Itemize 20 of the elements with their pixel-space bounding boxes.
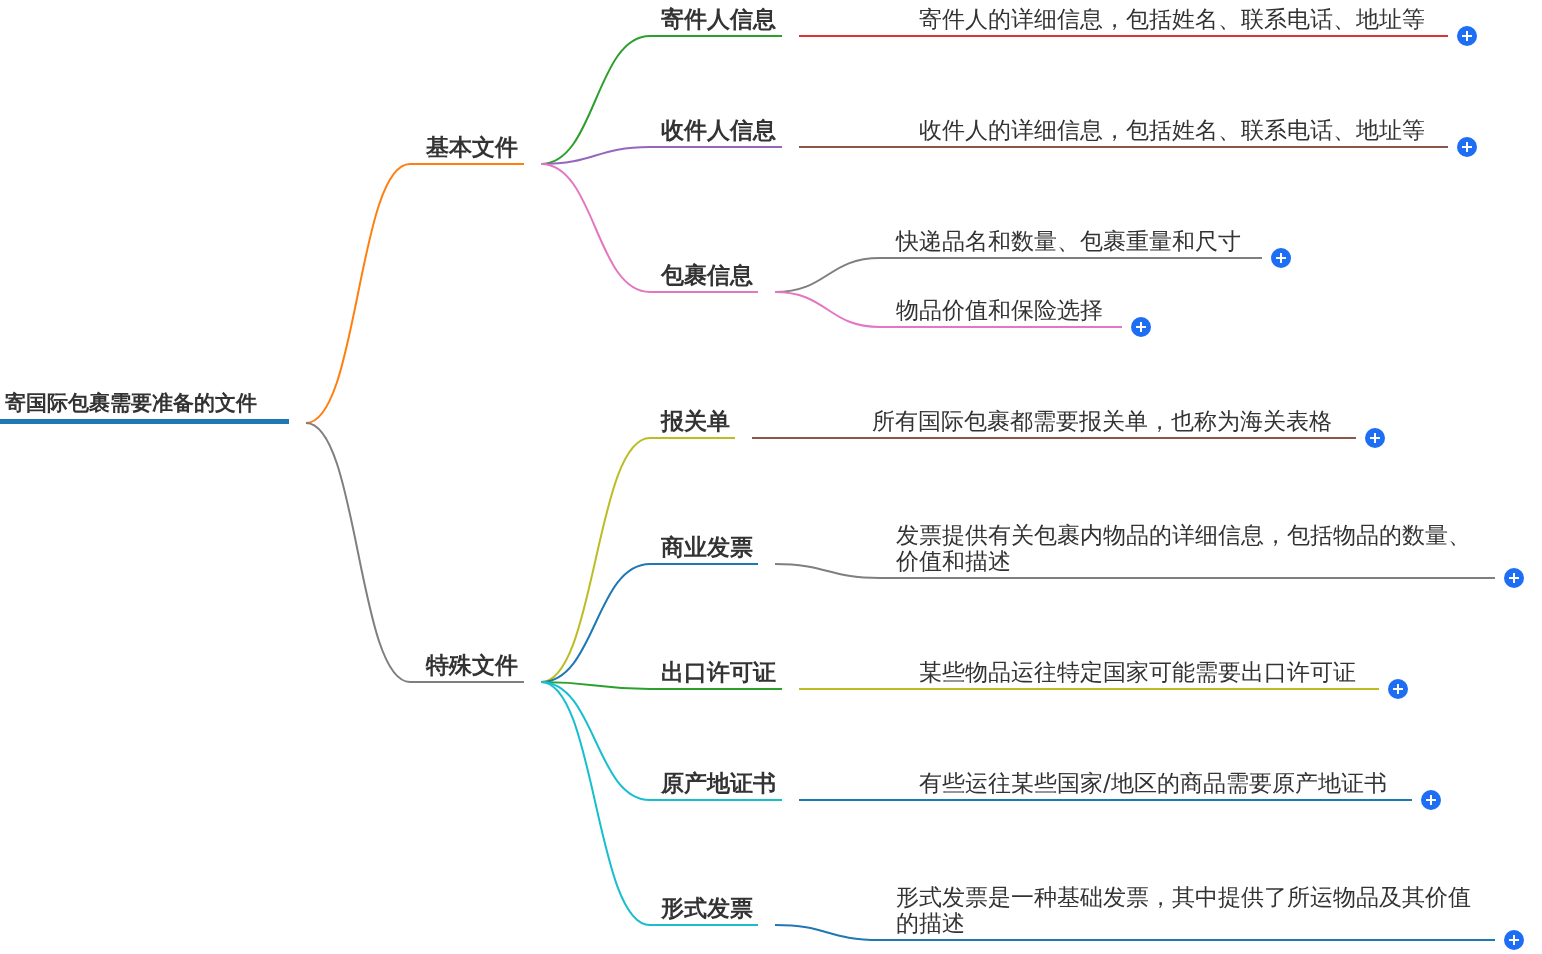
leaf-topic: 形式发票是一种基础发票，其中提供了所运物品及其价值的描述	[880, 884, 1495, 941]
leaf-topic: 某些物品运往特定国家可能需要出口许可证	[905, 659, 1379, 690]
leaf-topic: 发票提供有关包裹内物品的详细信息，包括物品的数量、价值和描述	[880, 522, 1495, 579]
connector	[540, 681, 651, 926]
leaf-topic: 物品价值和保险选择	[880, 297, 1122, 328]
leaf-topic: 所有国际包裹都需要报关单，也称为海关表格	[858, 408, 1356, 439]
connector	[774, 563, 881, 579]
connector	[798, 688, 906, 690]
leaf-topic: 有些运往某些国家/地区的商品需要原产地证书	[905, 770, 1412, 801]
connector	[798, 146, 906, 148]
connector	[798, 35, 906, 37]
connector	[751, 437, 859, 439]
connector	[798, 799, 906, 801]
connector	[305, 422, 411, 683]
connector	[774, 924, 881, 941]
connector	[774, 291, 881, 328]
leaf-topic: 寄件人的详细信息，包括姓名、联系电话、地址等	[905, 6, 1448, 37]
connector	[540, 163, 651, 293]
leaf-topic: 收件人的详细信息，包括姓名、联系电话、地址等	[905, 117, 1448, 148]
leaf-topic: 快递品名和数量、包裹重量和尺寸	[880, 228, 1262, 259]
